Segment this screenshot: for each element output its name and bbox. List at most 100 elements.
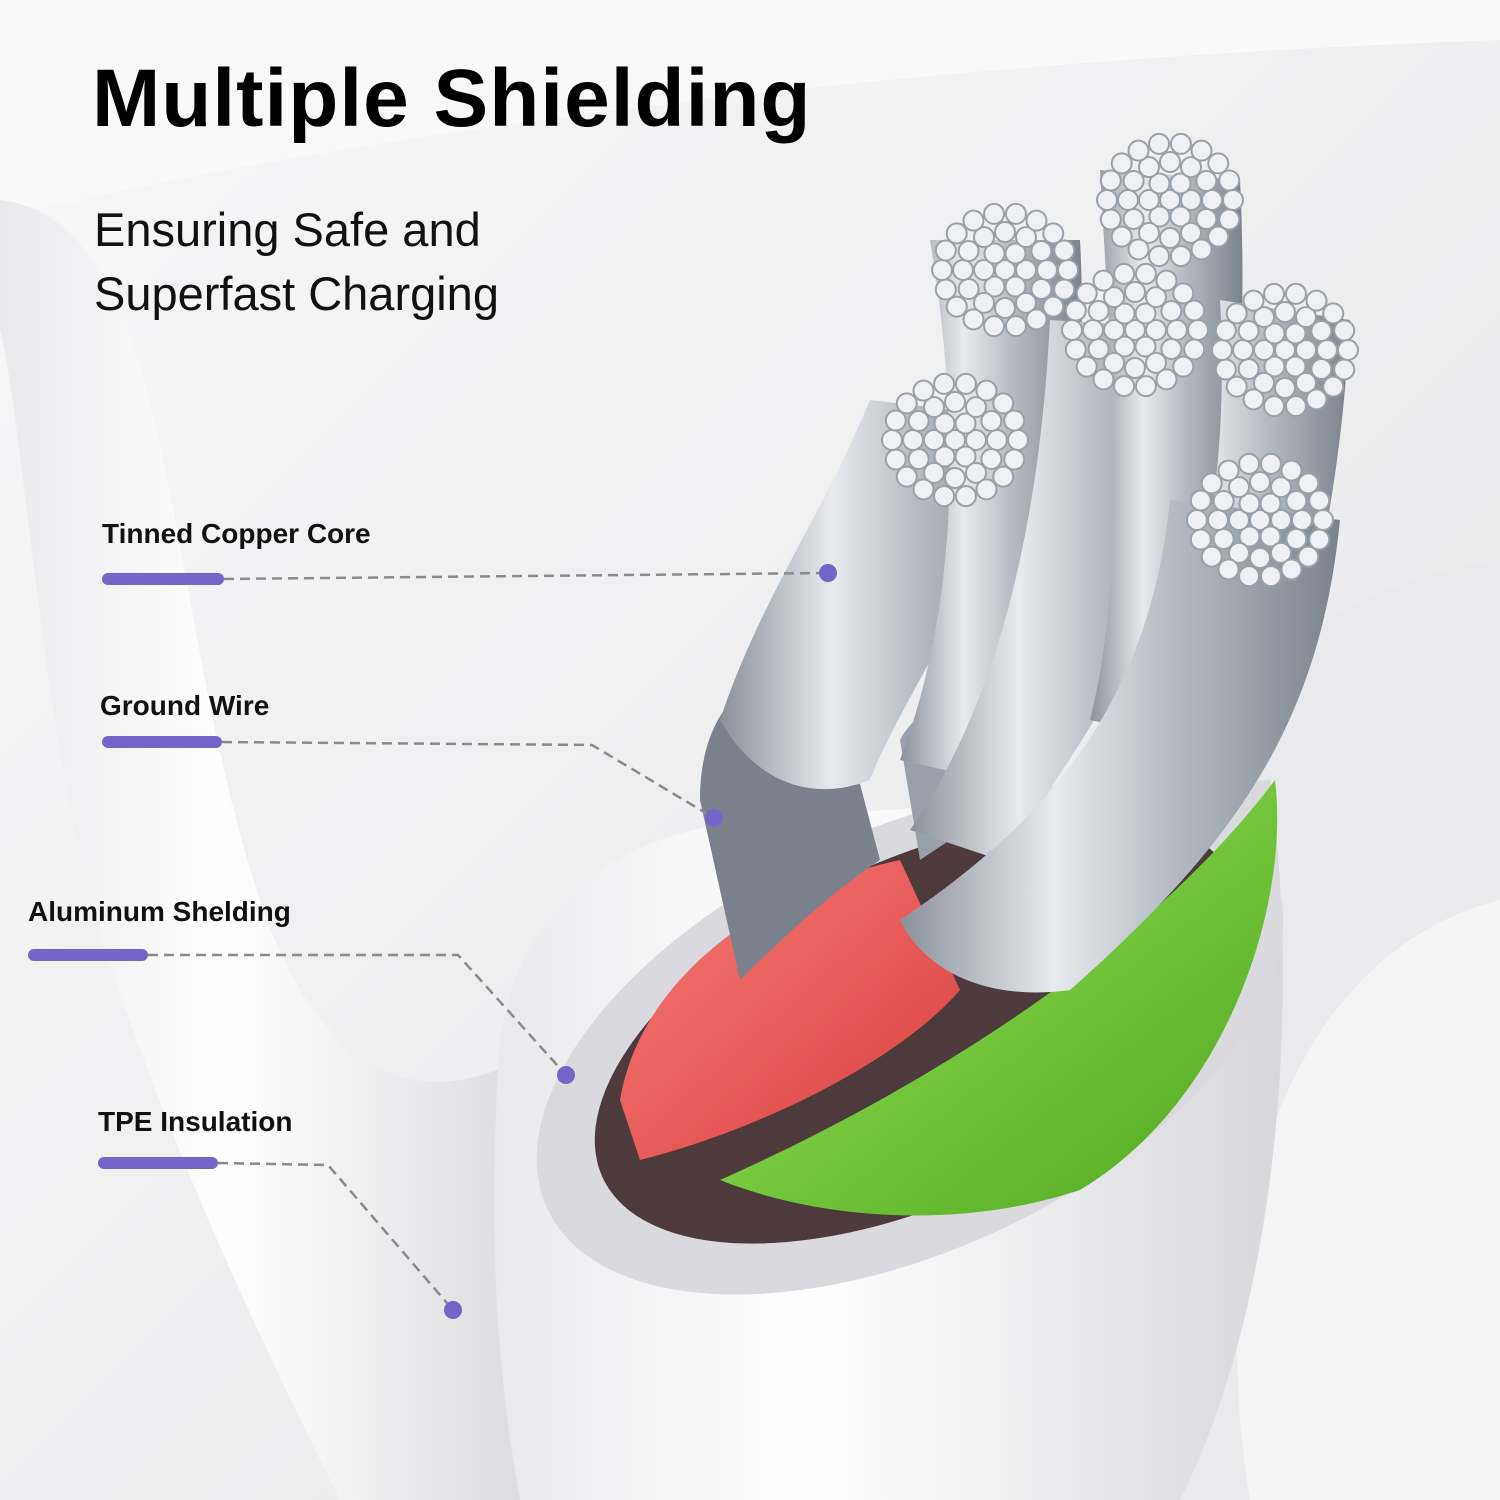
strand-end	[933, 485, 956, 508]
strand-end	[1075, 282, 1098, 305]
strand-end	[994, 221, 1016, 243]
strand-end	[1259, 452, 1282, 475]
strand-end	[1148, 245, 1171, 268]
strand-end	[1190, 238, 1213, 261]
strand-end	[1155, 269, 1178, 292]
strand-end	[1004, 315, 1027, 338]
strand-end	[1103, 286, 1125, 309]
strand-end	[1337, 339, 1359, 361]
strand-end	[973, 226, 995, 249]
strand-end	[952, 259, 974, 281]
strand-end	[954, 412, 977, 435]
strand-end	[1025, 308, 1048, 331]
callout-line-core	[223, 571, 829, 581]
strand-end	[1218, 208, 1241, 231]
strand-end	[1159, 227, 1181, 249]
strand-end	[1103, 351, 1125, 374]
strand-end	[1253, 371, 1275, 394]
callout-bar	[28, 949, 148, 961]
subtitle-line: Ensuring Safe and	[94, 203, 481, 256]
strand-end	[1053, 278, 1076, 301]
strand-end	[1189, 528, 1212, 551]
strand-end	[1237, 320, 1260, 342]
strand-end	[1238, 525, 1261, 548]
strand-end	[975, 478, 998, 501]
strand-end	[1159, 151, 1181, 173]
strand-end	[1333, 319, 1356, 342]
strand-end	[1190, 139, 1213, 162]
subtitle-line: Superfast Charging	[94, 267, 499, 320]
strand-end	[1207, 509, 1229, 531]
strand-end	[1214, 358, 1237, 381]
strand-end	[912, 478, 935, 501]
strand-end	[957, 278, 980, 300]
strand-end	[1280, 558, 1303, 581]
strand-end	[884, 448, 907, 471]
strand-end	[1200, 472, 1223, 495]
strand-end	[1030, 278, 1053, 300]
callout-bar	[102, 736, 222, 748]
strand-end	[907, 448, 930, 470]
strand-end	[1310, 320, 1333, 342]
strand-end	[944, 467, 966, 489]
strand-end	[1004, 242, 1027, 265]
strand-end	[1274, 377, 1296, 399]
strand-end	[1238, 452, 1261, 475]
callout-dot	[705, 809, 723, 827]
label-tpe-insulation: TPE Insulation	[98, 1106, 293, 1137]
callout-bar	[102, 573, 224, 585]
strand-end	[1280, 459, 1303, 482]
strand-end	[1042, 295, 1065, 318]
strand-end	[1212, 528, 1235, 550]
strand-end	[1225, 375, 1248, 398]
strand-end	[1138, 156, 1160, 179]
strand-end	[983, 275, 1006, 298]
strand-end	[933, 372, 956, 395]
strand-end	[944, 391, 966, 413]
strand-end	[1238, 565, 1261, 588]
strand-end	[1200, 545, 1223, 568]
strand-end	[895, 465, 918, 488]
strand-end	[1148, 132, 1171, 155]
strand-end	[1207, 225, 1230, 248]
strand-end	[1053, 239, 1076, 262]
strand-end	[1180, 221, 1202, 244]
strand-end	[965, 396, 987, 419]
background-curve	[1237, 900, 1500, 1500]
strand-end	[1004, 202, 1027, 225]
strand-end	[1003, 448, 1026, 471]
strand-end	[962, 209, 985, 232]
strand-end	[1057, 259, 1079, 281]
strand-end	[934, 239, 957, 262]
strand-end	[1160, 338, 1183, 360]
strand-end	[1253, 306, 1275, 329]
callout-line-tpe	[217, 1161, 454, 1311]
strand-end	[1284, 322, 1307, 345]
strand-end	[931, 259, 953, 281]
strand-end	[1087, 300, 1110, 322]
page-title: Multiple Shielding	[92, 53, 812, 144]
strand-bundle	[900, 500, 1340, 993]
background-curve	[0, 0, 1500, 220]
strand-end	[945, 222, 968, 245]
strand-end	[1285, 528, 1308, 550]
strand-end	[1127, 139, 1150, 162]
strand-end	[1322, 375, 1345, 398]
strand-end	[902, 429, 924, 451]
strand-end	[1134, 302, 1157, 325]
strand-end	[1201, 189, 1223, 211]
strand-end	[1064, 299, 1087, 322]
strand-end	[1274, 301, 1296, 323]
strand-end	[1180, 156, 1202, 179]
strand-end	[983, 315, 1006, 338]
strand-end	[1310, 358, 1333, 380]
strand-end	[881, 429, 903, 451]
strand-end	[1228, 476, 1250, 499]
strand-end	[1308, 528, 1331, 551]
strand-end	[1160, 300, 1183, 322]
strand-end	[1134, 375, 1157, 398]
strand-end	[1007, 429, 1029, 451]
strand-end	[994, 297, 1016, 319]
strand-end	[1195, 170, 1218, 192]
strand-end	[1308, 489, 1331, 512]
